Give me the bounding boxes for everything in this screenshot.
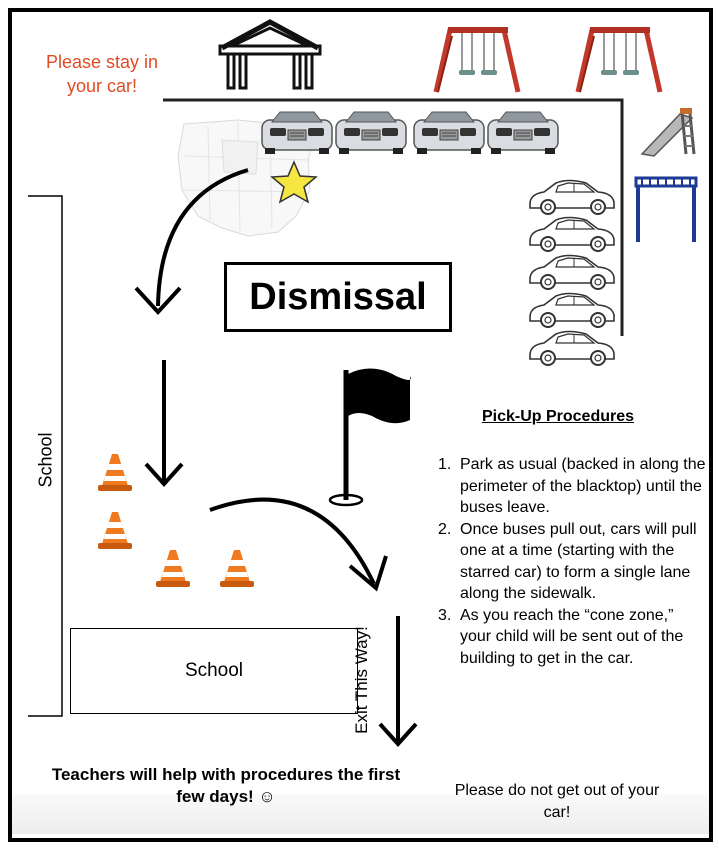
- step-number: 1.: [438, 456, 452, 473]
- traffic-cone-icon: [98, 454, 132, 491]
- car-icon: [529, 292, 615, 328]
- traffic-cone-icon: [156, 550, 190, 587]
- step-text: Once buses pull out, cars will pull one …: [460, 520, 697, 603]
- arrowhead: [134, 286, 182, 315]
- step-text: Park as usual (backed in along the perim…: [460, 456, 706, 516]
- stay-in-car-reminder: Please do not get out of your car!: [454, 782, 660, 821]
- slide-icon: [640, 108, 696, 157]
- car-icon: [529, 330, 615, 366]
- school-side-label: School: [26, 420, 66, 500]
- procedures-list: 1. Park as usual (backed in along the pe…: [436, 454, 708, 669]
- swing-set-icon: [578, 27, 660, 92]
- pavilion-icon: [218, 19, 322, 90]
- car-icon: [529, 216, 615, 252]
- bottom-band: [12, 794, 709, 834]
- title-text: Dismissal: [249, 275, 427, 318]
- stay-in-car-note: Please stay in your car!: [45, 52, 159, 96]
- car-icon: [487, 111, 559, 155]
- blacktop-perimeter: [163, 98, 624, 336]
- step-number: 3.: [438, 606, 452, 624]
- page-title: Dismissal: [224, 262, 452, 332]
- procedure-step: 1. Park as usual (backed in along the pe…: [436, 454, 708, 519]
- procedures-title: Pick-Up Procedures: [481, 408, 635, 425]
- flag-icon: [328, 368, 411, 507]
- swing-set-icon: [436, 27, 518, 92]
- exit-label-text: Exit This Way!: [352, 626, 371, 734]
- school-building: School: [70, 628, 358, 714]
- exit-label: Exit This Way!: [340, 610, 384, 750]
- monkey-bars-icon: [634, 176, 698, 242]
- car-icon: [413, 111, 485, 155]
- arrowhead: [144, 462, 184, 487]
- curved-arrow-from-star: [156, 168, 249, 307]
- traffic-cone-icon: [98, 512, 132, 549]
- procedure-step: 2. Once buses pull out, cars will pull o…: [436, 519, 708, 605]
- car-icon: [261, 111, 333, 155]
- teacher-help-note: Teachers will help with procedures the f…: [51, 765, 401, 806]
- arrowhead: [378, 722, 418, 747]
- arrowhead: [348, 555, 388, 592]
- star-icon: [270, 160, 318, 204]
- step-text: As you reach the “cone zone,” your child…: [460, 606, 684, 667]
- traffic-cone-icon: [220, 550, 254, 587]
- curved-arrow-to-exit: [209, 497, 376, 585]
- school-building-label: School: [184, 660, 244, 681]
- car-icon: [529, 254, 615, 290]
- school-side-text: School: [35, 432, 56, 488]
- car-icon: [529, 179, 615, 215]
- step-number: 2.: [438, 520, 452, 538]
- procedure-step: 3. As you reach the “cone zone,” your ch…: [436, 605, 708, 670]
- school-wall: [28, 195, 63, 717]
- car-icon: [335, 111, 407, 155]
